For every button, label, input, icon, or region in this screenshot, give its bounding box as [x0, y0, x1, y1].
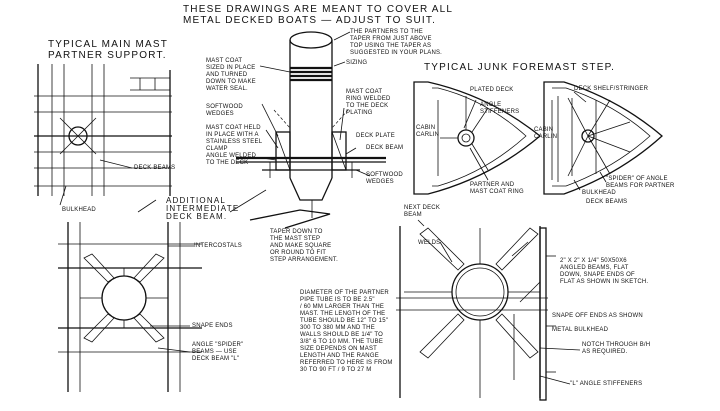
label-mast-coat-ring: MAST COAT RING WELDED TO THE DECK PLATIN… — [346, 89, 391, 116]
label-welds: WELDS — [418, 240, 441, 246]
label-angle-welded: ANGLE WELDED TO THE DECK — [206, 153, 257, 166]
label-deck-beams-left: DECK BEAMS — [134, 165, 176, 171]
label-metal-bulkhead: METAL BULKHEAD — [552, 327, 609, 333]
label-l-angle: "L" ANGLE STIFFENERS — [570, 381, 643, 387]
label-angled-beams: 2" X 2" X 1/4" 50X50X6 ANGLED BEAMS, FLA… — [560, 258, 649, 285]
label-snape-off: SNAPE OFF ENDS AS SHOWN — [552, 313, 643, 319]
label-deck-beams-right: DECK BEAMS — [586, 199, 628, 205]
mast-section — [229, 31, 386, 229]
spider-beam-plan — [58, 199, 202, 392]
title-main-mast-partner: TYPICAL MAIN MAST PARTNER SUPPORT. — [48, 39, 169, 61]
header-line-1: THESE DRAWINGS ARE MEANT TO COVER ALL — [183, 4, 454, 15]
label-bulkhead-right: BULKHEAD — [582, 190, 616, 196]
label-angle-spider: ANGLE "SPIDER" BEAMS — USE DECK BEAM "L" — [192, 342, 244, 362]
label-sizing: SIZING — [346, 60, 368, 66]
label-notch: NOTCH THROUGH B/H AS REQUIRED. — [582, 342, 651, 355]
label-intercostals: INTERCOSTALS — [194, 243, 242, 249]
label-angle-stiffeners: ANGLE STIFFENERS — [480, 102, 520, 115]
label-softwood-wedges-lower: SOFTWOOD WEDGES — [366, 172, 403, 185]
junk-step-view-2 — [543, 81, 663, 195]
junk-step-view-1 — [413, 81, 542, 195]
label-deck-shelf: DECK SHELF/STRINGER — [574, 86, 649, 92]
label-snape-ends: SNAPE ENDS — [192, 323, 233, 329]
label-plated-deck: PLATED DECK — [470, 87, 514, 93]
label-deck-beam-center: DECK BEAM — [366, 145, 404, 151]
label-mast-coat-sized: MAST COAT SIZED IN PLACE AND TURNED DOWN… — [206, 58, 256, 92]
label-bulkhead-left: BULKHEAD — [62, 207, 96, 213]
label-diameter-note: DIAMETER OF THE PARTNER PIPE TUBE IS TO … — [300, 290, 393, 373]
label-spider-angle-beams: "SPIDER" OF ANGLE BEAMS FOR PARTNER — [606, 176, 675, 189]
main-mast-partner-plan — [34, 64, 172, 206]
label-partner-mast-coat-ring: PARTNER AND MAST COAT RING — [470, 182, 524, 195]
title-junk-foremast-step: TYPICAL JUNK FOREMAST STEP. — [424, 62, 616, 73]
label-mast-coat-held: MAST COAT HELD IN PLACE WITH A STAINLESS… — [206, 125, 263, 152]
label-taper-down: TAPER DOWN TO THE MAST STEP AND MAKE SQU… — [270, 229, 338, 263]
label-softwood-wedges-upper: SOFTWOOD WEDGES — [206, 104, 243, 117]
label-cabin-carlin-right: CABIN CARLIN — [534, 127, 558, 140]
label-cabin-carlin-left: CABIN CARLIN — [416, 125, 440, 138]
label-partners-taper: THE PARTNERS TO THE TAPER FROM JUST ABOV… — [350, 29, 443, 56]
label-next-deck-beam: NEXT DECK BEAM — [404, 205, 441, 218]
label-deck-plate: DECK PLATE — [356, 133, 395, 139]
title-additional-beam: ADDITIONAL INTERMEDIATE DECK BEAM. — [166, 196, 240, 221]
partner-tube-detail — [396, 219, 581, 401]
header-line-2: METAL DECKED BOATS — ADJUST TO SUIT. — [183, 15, 437, 26]
